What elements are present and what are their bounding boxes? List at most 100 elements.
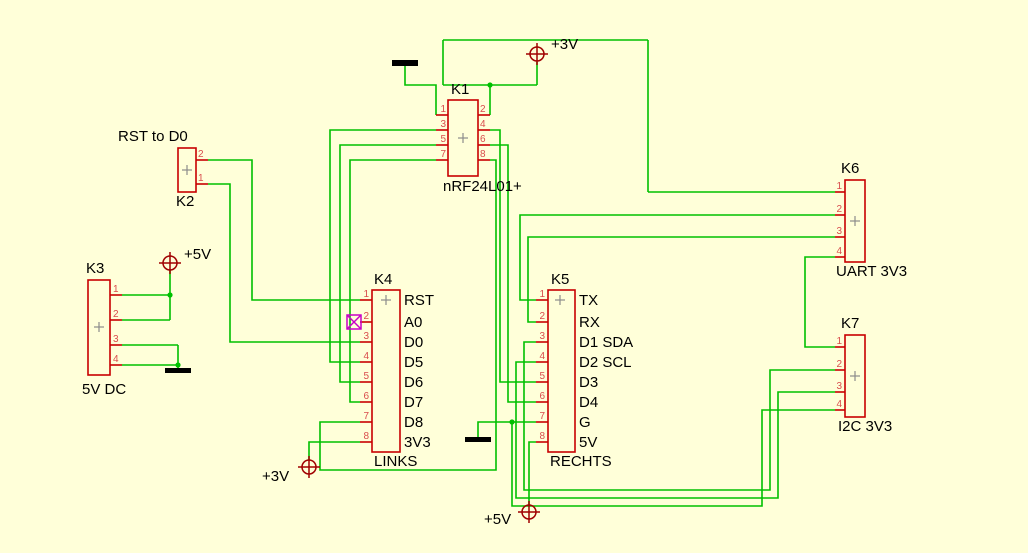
wire-k6-pin4-to-k7-pin1[interactable] [804, 256, 835, 348]
wires [122, 39, 835, 507]
wire-k1-pin3-to-k4-d5[interactable] [329, 129, 436, 363]
component-k2[interactable]: RST to D0 2 1 K2 [118, 128, 208, 210]
wire-5v-bottom-to-k5[interactable] [528, 441, 536, 505]
junction-dot [487, 82, 493, 88]
wire-scl-to-k7-pin3[interactable] [515, 361, 835, 499]
pin-number: 4 [113, 354, 119, 365]
junction-dot [167, 292, 173, 298]
k7-body[interactable] [844, 334, 866, 418]
wire-3v3-bottom-to-k4[interactable] [308, 441, 360, 460]
component-k1[interactable]: K1 1 3 5 7 2 4 6 8 nRF24L01+ [436, 81, 522, 195]
pin-number: 3 [836, 226, 842, 237]
k5-body[interactable] [547, 289, 576, 453]
k5-name-label: K5 [551, 271, 569, 288]
pin-label: D4 [579, 394, 598, 411]
pin-number: 2 [363, 311, 369, 322]
wire-k2-pin1-to-k4-d0[interactable] [208, 183, 360, 343]
wire-k1-pin4-to-k5-d3[interactable] [490, 129, 536, 383]
k4-body[interactable] [371, 289, 401, 453]
wire-sda-to-k7-pin2[interactable] [523, 341, 835, 491]
power-symbol-5v-bottom[interactable]: +5V [484, 501, 540, 528]
pin-label: D1 SDA [579, 334, 633, 351]
pin-number: 5 [363, 371, 369, 382]
pin-number: 4 [539, 351, 545, 362]
pin-number: 7 [440, 149, 446, 160]
k6-name-label: K6 [841, 160, 859, 177]
k2-body[interactable] [177, 147, 197, 193]
origin-cross-icon [458, 133, 468, 143]
wire-k7-pin4-to-gnd-net[interactable] [511, 409, 835, 507]
power-label: +3V [551, 36, 578, 53]
pin-label: D5 [404, 354, 423, 371]
k3-body[interactable] [87, 279, 111, 376]
k4-name-label: K4 [374, 271, 392, 288]
pin-number: 6 [480, 134, 486, 145]
ground-bar-icon [465, 437, 491, 442]
wire-k1-pin8-to-k4-d8[interactable] [319, 159, 497, 471]
power-symbol-3v3-top[interactable]: +3V [526, 36, 578, 65]
wire-rx-to-k6-pin3[interactable] [527, 236, 835, 323]
ground-symbol-left[interactable] [165, 368, 191, 373]
origin-cross-icon [182, 165, 192, 175]
junction-dot [509, 419, 515, 425]
ground-symbol-center[interactable] [465, 437, 491, 442]
pin-label: D2 SCL [579, 354, 632, 371]
wire-gnd-center-to-k5-g[interactable] [477, 421, 536, 437]
power-symbol-3v3-bottom[interactable]: +3V [262, 456, 320, 485]
k6-body[interactable] [844, 179, 866, 263]
pin-number: 4 [836, 399, 842, 410]
component-k4[interactable]: K4 1 2 3 4 5 6 7 8 RST A0 D0 D5 D6 D7 D8… [346, 271, 434, 470]
pin-number: 1 [440, 104, 446, 115]
junction-dot [175, 362, 181, 368]
pin-number: 3 [440, 119, 446, 130]
pin-label: D7 [404, 394, 423, 411]
wire-k2-pin2-to-k4-rst[interactable] [208, 159, 360, 301]
k2-note-label: RST to D0 [118, 128, 188, 145]
pin-label: A0 [404, 314, 422, 331]
k7-name-label: K7 [841, 315, 859, 332]
wire-gnd-top-to-k1-pin1[interactable] [404, 66, 437, 115]
component-k6[interactable]: K6 1 2 3 4 UART 3V3 [835, 160, 907, 280]
k5-value-label: RECHTS [550, 453, 612, 470]
ground-bar-icon [392, 60, 418, 66]
origin-cross-icon [850, 216, 860, 226]
pin-number: 7 [363, 411, 369, 422]
pin-number: 3 [113, 334, 119, 345]
pin-number: 2 [480, 104, 486, 115]
ground-symbol-top[interactable] [392, 60, 418, 66]
pin-label: D6 [404, 374, 423, 391]
pin-number: 5 [440, 134, 446, 145]
component-k5[interactable]: K5 1 2 3 4 5 6 7 8 TX RX D1 SDA D2 SCL D… [536, 271, 633, 470]
pin-number: 6 [363, 391, 369, 402]
k7-value-label: I2C 3V3 [838, 418, 892, 435]
k1-body[interactable] [447, 99, 479, 177]
pin-number: 2 [539, 311, 545, 322]
pin-label: D8 [404, 414, 423, 431]
pin-number: 8 [480, 149, 486, 160]
pin-number: 2 [198, 149, 204, 160]
pin-number: 2 [113, 309, 119, 320]
pin-label: D0 [404, 334, 423, 351]
wire-k1-pin6-to-k5-d4[interactable] [490, 144, 536, 403]
pin-label: TX [579, 292, 598, 309]
pin-number: 6 [539, 391, 545, 402]
origin-cross-icon [381, 295, 391, 305]
k4-value-label: LINKS [374, 453, 417, 470]
component-k7[interactable]: K7 1 2 3 4 I2C 3V3 [835, 315, 892, 435]
pin-number: 1 [836, 336, 842, 347]
pin-label: RX [579, 314, 600, 331]
pin-number: 4 [480, 119, 486, 130]
k6-value-label: UART 3V3 [836, 263, 907, 280]
pin-number: 5 [539, 371, 545, 382]
pin-number: 4 [363, 351, 369, 362]
wire-k1-pin7-to-k4-d7[interactable] [349, 159, 436, 403]
power-symbol-5v-left[interactable]: +5V [159, 246, 211, 274]
pin-number: 8 [539, 431, 545, 442]
pin-number: 7 [539, 411, 545, 422]
pin-number: 3 [836, 381, 842, 392]
no-connect-marker[interactable] [346, 314, 362, 330]
k2-name-label: K2 [176, 193, 194, 210]
pin-label: D3 [579, 374, 598, 391]
component-k3[interactable]: K3 1 2 3 4 5V DC [82, 260, 126, 398]
